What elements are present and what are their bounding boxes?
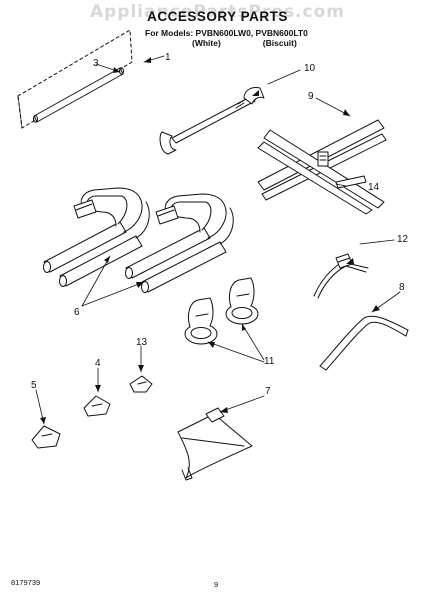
callout-1: 1 — [165, 52, 171, 63]
callout-14: 14 — [368, 182, 380, 193]
part-wire-clip — [313, 253, 369, 299]
part-loop-clip-left — [184, 297, 218, 345]
callout-10: 10 — [304, 63, 316, 74]
part-hanger — [177, 407, 253, 481]
callout-13: 13 — [136, 337, 148, 348]
callout-8: 8 — [399, 282, 405, 293]
callout-9: 9 — [308, 91, 314, 102]
part-small-bar — [335, 175, 367, 189]
callout-4: 4 — [95, 358, 101, 369]
document-number: 8179739 — [11, 578, 41, 587]
callout-numbers: 1 3 10 9 14 6 12 8 11 13 4 5 7 — [31, 52, 409, 397]
callout-6: 6 — [74, 307, 80, 318]
part-handle-arm — [159, 87, 265, 155]
page-title: ACCESSORY PARTS — [147, 9, 288, 24]
variant-biscuit-label: (Biscuit) — [262, 38, 297, 48]
arrowheads — [40, 57, 380, 424]
callout-12: 12 — [397, 234, 409, 245]
model-variants: (White) (Biscuit) — [192, 38, 297, 48]
callout-5: 5 — [31, 380, 37, 391]
part-loop-clip-right — [225, 277, 259, 325]
callout-7: 7 — [265, 386, 271, 397]
callout-11: 11 — [264, 356, 275, 367]
models-line: For Models: PVBN600LW0, PVBN600LT0 — [145, 28, 308, 38]
page-number: 9 — [214, 580, 219, 589]
part-bent-rod — [319, 315, 409, 371]
part-foot-medium — [83, 395, 111, 417]
watermark: AppliancePartsPros.com — [89, 2, 345, 22]
part-crossed-strips — [257, 119, 387, 215]
part-tube-assembly-right — [125, 193, 234, 293]
part-foot-small — [129, 375, 153, 393]
callout-3: 3 — [93, 58, 99, 69]
leader-lines — [35, 55, 401, 425]
part-rod-box — [17, 29, 133, 129]
part-foot-large — [31, 425, 61, 449]
part-tube-assembly-left — [43, 187, 150, 287]
variant-white-label: (White) — [192, 38, 221, 48]
